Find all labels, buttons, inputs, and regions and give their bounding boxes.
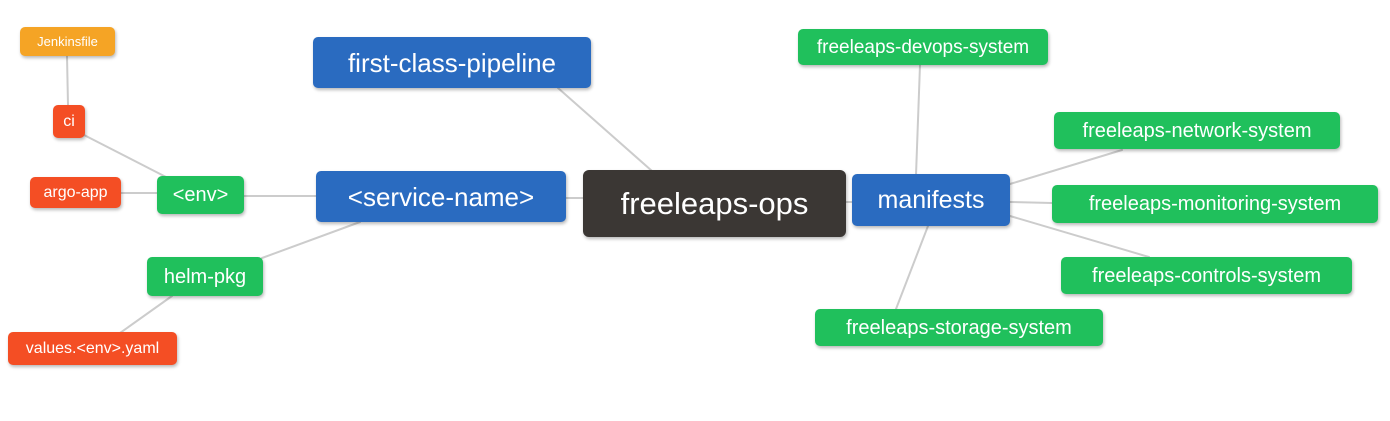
node-first-class-pipeline[interactable]: first-class-pipeline [313, 37, 591, 88]
node-manifests[interactable]: manifests [852, 174, 1010, 226]
node-freeleaps-controls-system[interactable]: freeleaps-controls-system [1061, 257, 1352, 294]
node-ci[interactable]: ci [53, 105, 85, 138]
node-service-name[interactable]: <service-name> [316, 171, 566, 222]
node-freeleaps-storage-system[interactable]: freeleaps-storage-system [815, 309, 1103, 346]
node-freeleaps-network-system[interactable]: freeleaps-network-system [1054, 112, 1340, 149]
node-freeleaps-ops[interactable]: freeleaps-ops [583, 170, 846, 237]
node-argo-app[interactable]: argo-app [30, 177, 121, 208]
node-jenkinsfile[interactable]: Jenkinsfile [20, 27, 115, 56]
node-env[interactable]: <env> [157, 176, 244, 214]
node-freeleaps-monitoring-system[interactable]: freeleaps-monitoring-system [1052, 185, 1378, 223]
node-freeleaps-devops-system[interactable]: freeleaps-devops-system [798, 29, 1048, 65]
node-values-env-yaml[interactable]: values.<env>.yaml [8, 332, 177, 365]
node-helm-pkg[interactable]: helm-pkg [147, 257, 263, 296]
